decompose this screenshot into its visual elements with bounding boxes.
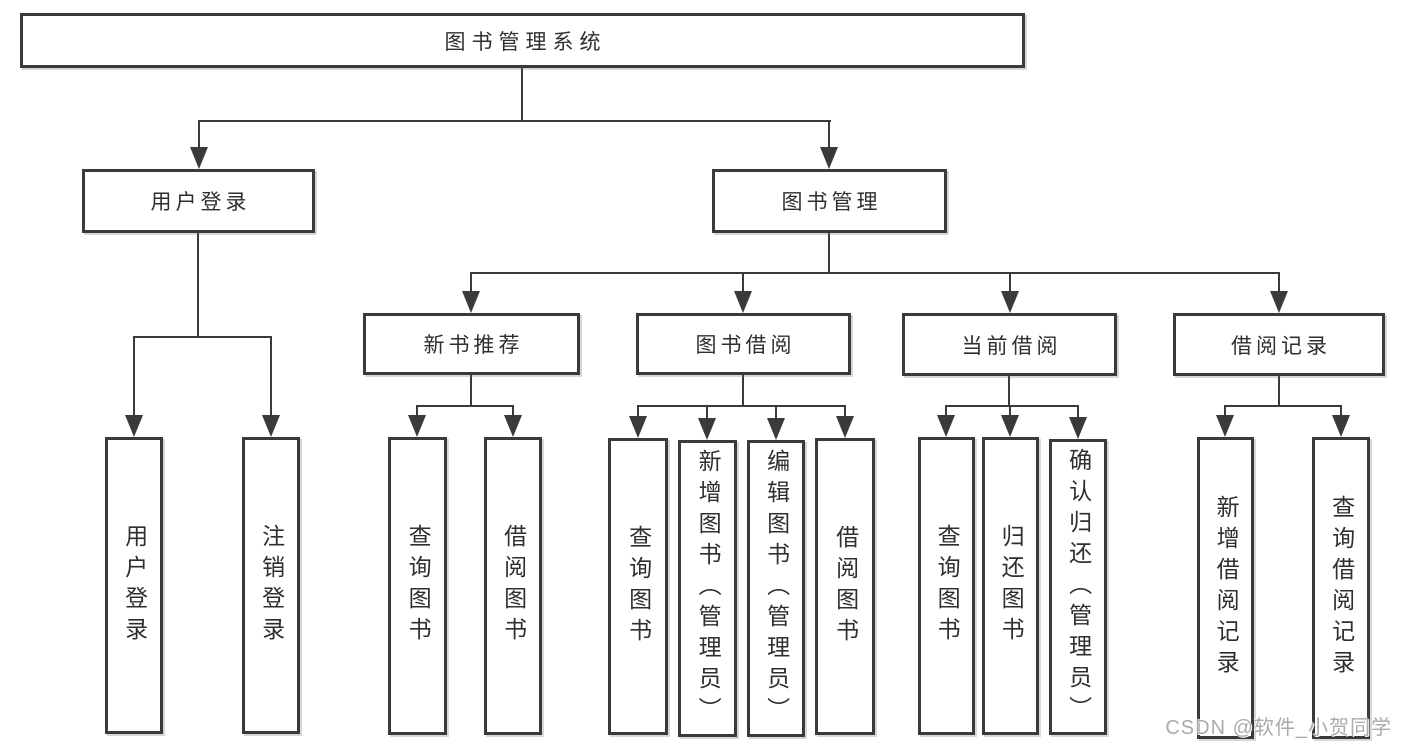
edge-new-book-stem — [470, 375, 472, 407]
edge-arrow-bb-query — [637, 405, 639, 418]
edge-book-management-rail — [470, 272, 1280, 274]
edge-user-login-rail — [133, 336, 272, 338]
leaf-edit-books-admin: 编辑图书（管理员） — [747, 440, 805, 737]
edge-user-login-stem — [197, 233, 199, 338]
arrow-down-icon — [408, 415, 426, 437]
leaf-label: 新增借阅记录 — [1213, 495, 1240, 681]
leaf-add-books-admin: 新增图书（管理员） — [678, 440, 737, 737]
leaf-query-books-current: 查询图书 — [918, 437, 975, 735]
edge-book-management-stem — [828, 233, 830, 274]
node-user-login: 用户登录 — [82, 169, 315, 233]
edge-arrow-book-management — [828, 120, 830, 149]
leaf-label: 用户登录 — [121, 523, 148, 648]
leaf-label: 归还图书 — [998, 524, 1025, 648]
edge-arrow-new-book — [470, 272, 472, 293]
edge-arrow-cb-return — [1009, 405, 1011, 417]
arrow-down-icon — [820, 147, 838, 169]
edge-arrow-bb-borrow — [844, 405, 846, 418]
edge-arrow-leaf-user-login — [133, 336, 135, 417]
leaf-logout: 注销登录 — [242, 437, 300, 734]
node-label: 借阅记录 — [1231, 334, 1331, 358]
leaf-label: 查询图书 — [625, 524, 652, 649]
edge-arrow-book-borrow — [742, 272, 744, 293]
arrow-down-icon — [1270, 291, 1288, 313]
edge-level1-rail — [198, 120, 831, 122]
edge-book-borrow-stem — [742, 375, 744, 407]
arrow-down-icon — [190, 147, 208, 169]
edge-arrow-user-login — [198, 120, 200, 149]
edge-arrow-br-query — [1340, 405, 1342, 417]
arrow-down-icon — [629, 416, 647, 438]
node-library-system: 图书管理系统 — [20, 13, 1025, 68]
arrow-down-icon — [734, 291, 752, 313]
edge-current-borrow-stem — [1008, 376, 1010, 407]
node-label: 图书管理系统 — [444, 30, 607, 54]
leaf-label: 注销登录 — [258, 523, 285, 648]
leaf-label: 借阅图书 — [832, 524, 859, 649]
leaf-label: 确认归还（管理员） — [1065, 447, 1092, 727]
arrow-down-icon — [937, 415, 955, 437]
edge-arrow-current-borrow — [1009, 272, 1011, 293]
node-label: 用户登录 — [150, 191, 251, 214]
edge-arrow-nb-borrow — [512, 405, 514, 417]
edge-arrow-br-add — [1224, 405, 1226, 417]
edge-arrow-cb-query — [945, 405, 947, 417]
arrow-down-icon — [1332, 415, 1350, 437]
leaf-query-books-borrowing: 查询图书 — [608, 438, 668, 735]
leaf-label: 查询借阅记录 — [1328, 495, 1355, 681]
leaf-query-books-recommend: 查询图书 — [388, 437, 447, 735]
edge-borrow-record-stem — [1278, 376, 1280, 407]
leaf-label: 查询图书 — [934, 524, 961, 648]
edge-current-borrow-rail — [945, 405, 1078, 407]
leaf-label: 新增图书（管理员） — [695, 449, 722, 728]
edge-root-stem — [521, 68, 523, 122]
node-new-book-recommend: 新书推荐 — [363, 313, 580, 375]
leaf-borrow-books-recommend: 借阅图书 — [484, 437, 542, 735]
arrow-down-icon — [1069, 417, 1087, 439]
edge-arrow-borrow-record — [1278, 272, 1280, 293]
arrow-down-icon — [767, 418, 785, 440]
node-current-borrowing: 当前借阅 — [902, 313, 1117, 376]
edge-new-book-rail — [416, 405, 514, 407]
edge-arrow-bb-edit — [775, 405, 777, 420]
leaf-user-login: 用户登录 — [105, 437, 163, 734]
leaf-confirm-return-admin: 确认归还（管理员） — [1049, 439, 1107, 735]
edge-arrow-bb-add — [706, 405, 708, 420]
leaf-add-borrow-record: 新增借阅记录 — [1197, 437, 1254, 739]
leaf-query-borrow-record: 查询借阅记录 — [1312, 437, 1370, 739]
edge-book-borrow-rail — [637, 405, 845, 407]
edge-arrow-nb-query — [416, 405, 418, 417]
arrow-down-icon — [262, 415, 280, 437]
node-label: 新书推荐 — [423, 334, 524, 357]
node-book-management: 图书管理 — [712, 169, 947, 233]
node-book-borrowing: 图书借阅 — [636, 313, 851, 375]
leaf-label: 编辑图书（管理员） — [763, 449, 790, 728]
leaf-return-books: 归还图书 — [982, 437, 1039, 735]
edge-arrow-leaf-logout — [270, 336, 272, 417]
arrow-down-icon — [125, 415, 143, 437]
watermark: CSDN @软件_小贺同学 — [1165, 717, 1392, 739]
edge-borrow-record-rail — [1224, 405, 1341, 407]
leaf-label: 借阅图书 — [500, 524, 527, 648]
node-label: 图书借阅 — [695, 334, 796, 357]
edge-arrow-cb-confirm — [1077, 405, 1079, 419]
arrow-down-icon — [836, 416, 854, 438]
arrow-down-icon — [1216, 415, 1234, 437]
arrow-down-icon — [1001, 415, 1019, 437]
arrow-down-icon — [462, 291, 480, 313]
leaf-borrow-books-borrowing: 借阅图书 — [815, 438, 875, 735]
leaf-label: 查询图书 — [405, 524, 432, 648]
arrow-down-icon — [1001, 291, 1019, 313]
node-label: 图书管理 — [781, 191, 882, 214]
arrow-down-icon — [698, 418, 716, 440]
arrow-down-icon — [504, 415, 522, 437]
node-borrowing-records: 借阅记录 — [1173, 313, 1385, 376]
node-label: 当前借阅 — [961, 334, 1062, 358]
